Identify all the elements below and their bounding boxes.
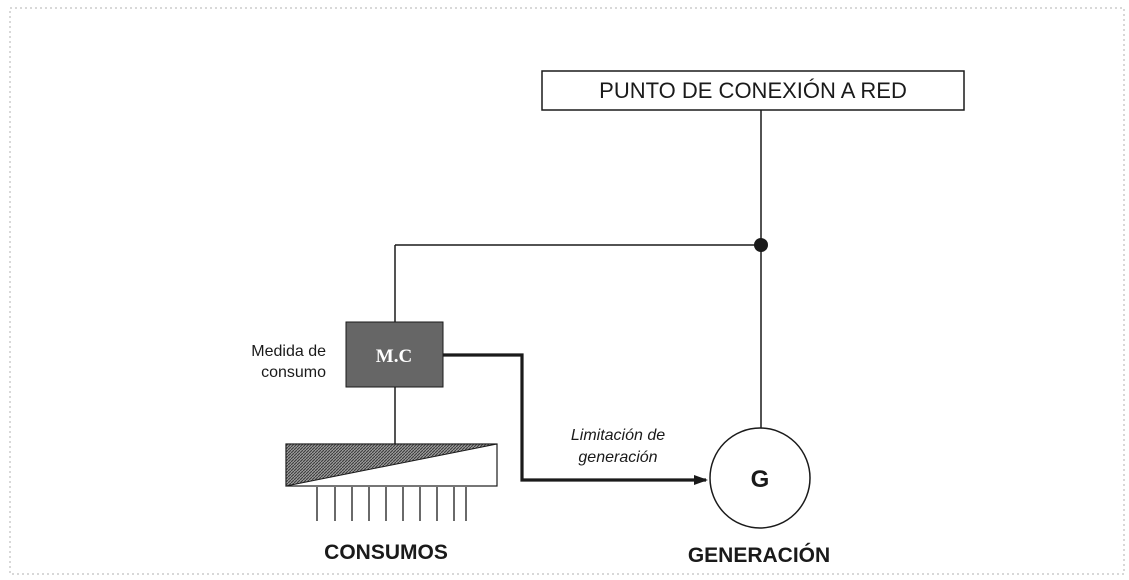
generator-letter: G	[751, 466, 770, 493]
limitation-signal-line	[443, 353, 708, 485]
meter-caption-line1: Medida de	[251, 343, 326, 360]
loads-caption: CONSUMOS	[324, 541, 448, 564]
load-bar-hatch	[285, 443, 498, 487]
consumption-meter-box	[345, 321, 444, 388]
limitation-label-line1: Limitación de	[571, 427, 665, 444]
meter-label: M.C	[376, 346, 412, 367]
generation-caption: GENERACIÓN	[688, 543, 830, 567]
load-ticks	[316, 487, 467, 521]
junction-dot	[754, 238, 768, 252]
grid-connection-box	[541, 70, 965, 111]
diagram-frame	[9, 7, 1125, 575]
grid-connection-label: PUNTO DE CONEXIÓN A RED	[599, 78, 907, 103]
meter-caption-line2: consumo	[261, 364, 326, 381]
limitation-label-line2: generación	[578, 449, 657, 466]
generator-symbol	[709, 427, 811, 529]
